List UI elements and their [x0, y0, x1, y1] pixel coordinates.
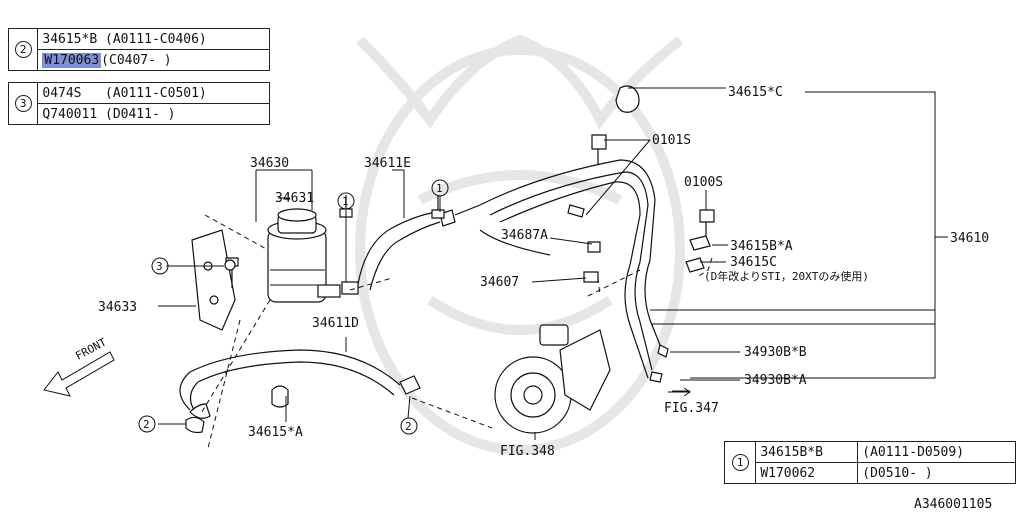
hose-34611E — [341, 209, 456, 295]
table-callout-1: 1 34615B*B (A0111-D0509) W170062 (D0510-… — [723, 441, 1016, 484]
svg-text:3: 3 — [156, 260, 163, 273]
table-1-number: 1 — [723, 441, 757, 484]
table-2-row-2[interactable]: W170063(C0407- ) — [37, 49, 270, 71]
front-arrow-icon — [43, 351, 115, 397]
reservoir-tank — [267, 208, 341, 303]
fig347-arrow-icon — [668, 387, 691, 397]
bracket — [191, 229, 239, 331]
table-callout-3: 3 0474S (A0111-C0501) Q740011 (D0411- ) — [7, 82, 270, 125]
callout-1-mid: 1 — [431, 179, 449, 197]
callout-1-top: 1 — [337, 192, 355, 210]
label-34615C-top: 34615*C — [728, 85, 783, 100]
table-2-number: 2 — [7, 28, 39, 71]
table-1-row-1-range: (A0111-D0509) — [857, 441, 1016, 463]
label-34631: 34631 — [275, 191, 314, 206]
label-34687A: 34687A — [501, 228, 548, 243]
label-0100S: 0100S — [684, 175, 723, 190]
label-34610: 34610 — [950, 231, 989, 246]
label-34930BB: 34930B*B — [744, 345, 807, 360]
label-fig347: FIG.347 — [664, 401, 719, 416]
table-3-number: 3 — [7, 82, 39, 125]
table-1-row-2-part: W170062 — [755, 462, 859, 484]
phantom-lines — [199, 214, 713, 449]
svg-text:1: 1 — [436, 182, 443, 195]
power-steering-pump — [494, 324, 611, 434]
svg-text:2: 2 — [143, 418, 150, 431]
callout-3: 3 — [151, 257, 169, 275]
table-3-row-2: Q740011 (D0411- ) — [37, 103, 270, 125]
label-34611D: 34611D — [312, 316, 359, 331]
highlighted-part[interactable]: W170063 — [42, 52, 102, 68]
callout-2-left: 2 — [138, 415, 156, 433]
label-34615C: 34615C — [730, 255, 777, 270]
label-0101S: 0101S — [652, 133, 691, 148]
label-34615A: 34615*A — [248, 425, 303, 440]
label-34615BA: 34615B*A — [730, 239, 793, 254]
svg-text:2: 2 — [405, 420, 412, 433]
table-callout-2: 2 34615*B (A0111-C0406) W170063(C0407- ) — [7, 28, 270, 71]
leader-lines — [158, 87, 948, 440]
hose-34611D — [179, 349, 421, 419]
svg-text:1: 1 — [342, 195, 349, 208]
callout-2-right: 2 — [400, 417, 418, 435]
table-3-row-1: 0474S (A0111-C0501) — [37, 82, 270, 104]
label-34633: 34633 — [98, 300, 137, 315]
label-front: FRONT — [73, 335, 109, 362]
label-fig348: FIG.348 — [500, 444, 555, 459]
label-34607: 34607 — [480, 275, 519, 290]
label-34611E: 34611E — [364, 156, 411, 171]
clamps — [185, 195, 445, 434]
label-34930BA: 34930B*A — [744, 373, 807, 388]
table-1-row-2-range: (D0510- ) — [857, 462, 1016, 484]
diagram-id: A346001105 — [914, 497, 992, 512]
table-2-row-1: 34615*B (A0111-C0406) — [37, 28, 270, 50]
table-1-row-1-part: 34615B*B — [755, 441, 859, 463]
label-34630: 34630 — [250, 156, 289, 171]
pressure-lines — [454, 85, 715, 383]
label-note: (D年改よりSTI，20XTのみ使用) — [704, 269, 869, 283]
